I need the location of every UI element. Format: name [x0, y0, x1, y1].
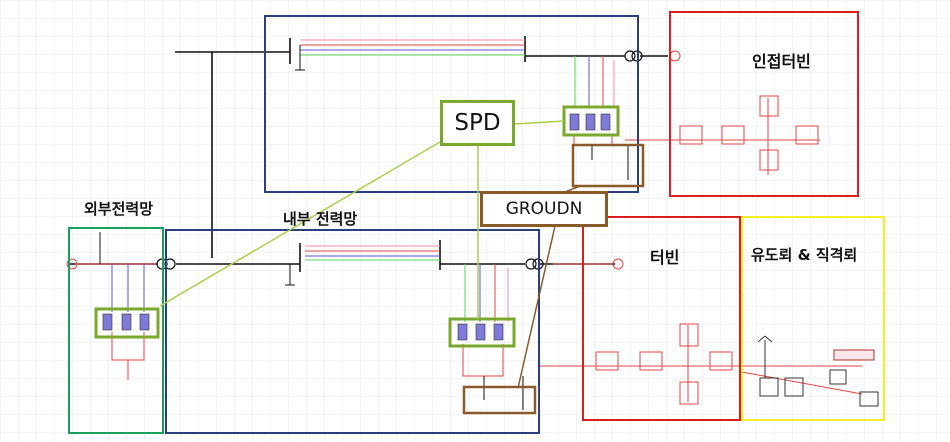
spd-callout-lines: [159, 120, 565, 319]
lightning-circuit: [757, 335, 879, 407]
upper-feeder-lines: [289, 36, 625, 108]
ground-highlight-boxes: [462, 143, 645, 415]
upper-network-box: [264, 15, 639, 193]
conductor-direct-box: [741, 216, 885, 421]
external-grid-box: [68, 227, 164, 434]
external-grid-lines: [75, 232, 158, 380]
turbine-box: [582, 216, 741, 421]
adjacent-turbine-circuit: [625, 95, 820, 175]
adjacent-turbine-label: 인접터빈: [752, 52, 811, 71]
adjacent-turbine-box: [669, 11, 859, 197]
internal-grid-box: [165, 229, 540, 434]
ground-callout: GROUDN: [480, 191, 608, 227]
spd-callout: SPD: [440, 100, 515, 146]
turbine-circuit: [540, 323, 863, 405]
spd-symbols: [102, 113, 611, 341]
lower-feeder-lines: [285, 240, 509, 322]
conductor-direct-label: 유도뢰 & 직격뢰: [751, 246, 858, 264]
turbine-label: 터빈: [650, 248, 680, 267]
external-grid-label: 외부전력망: [84, 200, 154, 218]
internal-grid-label: 내부 전력망: [283, 210, 358, 228]
